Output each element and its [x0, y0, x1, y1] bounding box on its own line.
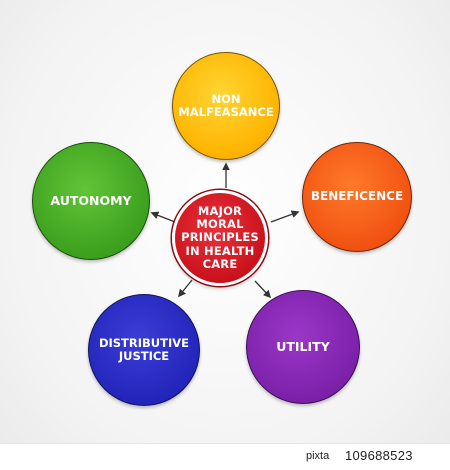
node-distributive-justice: DISTRIBUTIVE JUSTICE: [88, 294, 200, 406]
node-label: DISTRIBUTIVE JUSTICE: [98, 335, 190, 363]
arrow-to-left: [150, 211, 176, 223]
arrow-to-bottom-left: [178, 279, 193, 298]
arrow-to-bottom-right: [254, 280, 272, 299]
stock-footer-bar: pixta 109688523: [0, 443, 450, 470]
center-label: MAJOR MORAL PRINCIPLES IN HEALTH CARE: [181, 203, 259, 271]
node-center-topic: MAJOR MORAL PRINCIPLES IN HEALTH CARE: [172, 190, 268, 286]
node-label: AUTONOMY: [50, 192, 132, 208]
node-beneficence: BENEFICENCE: [302, 142, 412, 252]
stock-brand-logo: pixta: [306, 450, 330, 462]
stock-image-id: 109688523: [345, 448, 413, 463]
node-non-malfeasance: NON MALFEASANCE: [172, 52, 280, 160]
node-utility: UTILITY: [246, 290, 360, 404]
node-autonomy: AUTONOMY: [32, 142, 150, 260]
arrow-to-right: [270, 210, 300, 223]
node-label: NON MALFEASANCE: [178, 91, 274, 119]
node-label: BENEFICENCE: [310, 189, 404, 204]
node-label: UTILITY: [276, 338, 330, 354]
